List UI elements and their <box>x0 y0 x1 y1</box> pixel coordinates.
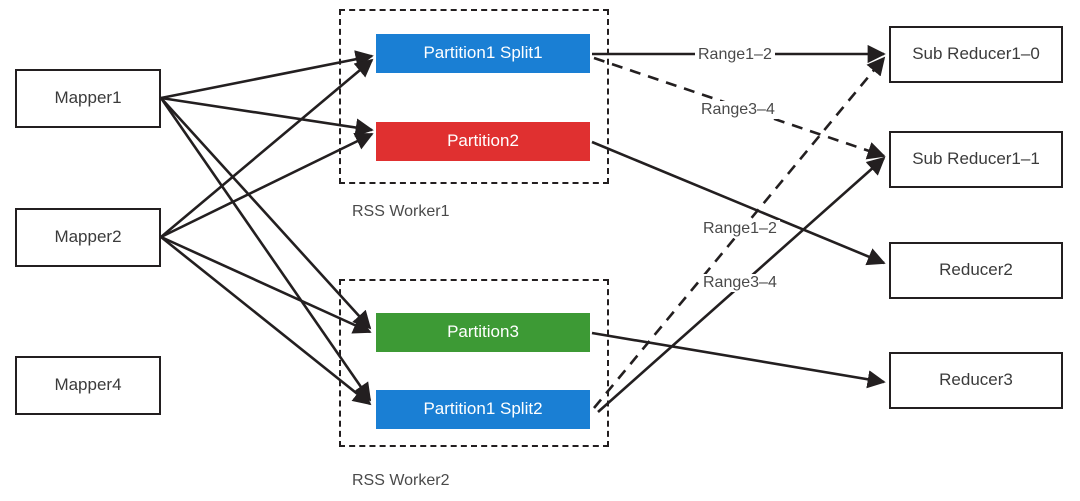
node-reducer3-label: Reducer3 <box>939 370 1013 390</box>
worker2-caption: RSS Worker2 <box>352 472 450 489</box>
node-reducer3[interactable]: Reducer3 <box>889 352 1063 409</box>
node-reducer2-label: Reducer2 <box>939 260 1013 280</box>
node-partition3[interactable]: Partition3 <box>376 313 590 352</box>
edge-mapper2-to-partition3 <box>160 235 372 334</box>
node-partition1-split2[interactable]: Partition1 Split2 <box>376 390 590 429</box>
node-partition1-split2-label: Partition1 Split2 <box>423 399 543 419</box>
edge-mapper1-to-partition1-split1 <box>160 50 374 100</box>
edge-partition3-to-reducer3 <box>591 331 886 389</box>
worker1-caption: RSS Worker1 <box>352 203 450 220</box>
node-sub-reducer1-0[interactable]: Sub Reducer1–0 <box>889 26 1063 83</box>
edge-partition2-to-reducer2 <box>591 140 886 266</box>
node-partition1-split1-label: Partition1 Split1 <box>423 43 543 63</box>
node-sub-reducer1-1[interactable]: Sub Reducer1–1 <box>889 131 1063 188</box>
node-partition3-label: Partition3 <box>447 322 519 342</box>
edge-mapper2-to-partition1-split2 <box>160 235 372 406</box>
edge-mapper1-to-partition1-split2 <box>159 97 372 402</box>
node-mapper4[interactable]: Mapper4 <box>15 356 161 415</box>
edge-mapper2-to-partition2 <box>160 132 374 239</box>
edge-mapper1-to-partition3 <box>160 97 372 330</box>
node-sub-reducer1-1-label: Sub Reducer1–1 <box>912 149 1040 169</box>
edge-mapper2-to-partition1-split1 <box>160 58 374 238</box>
worker2-frame <box>339 279 609 447</box>
node-mapper4-label: Mapper4 <box>54 375 122 395</box>
edge-label-range1-2-bottom: Range1–2 <box>700 220 780 238</box>
node-reducer2[interactable]: Reducer2 <box>889 242 1063 299</box>
node-mapper2-label: Mapper2 <box>54 227 122 247</box>
node-sub-reducer1-0-label: Sub Reducer1–0 <box>912 44 1040 64</box>
node-partition1-split1[interactable]: Partition1 Split1 <box>376 34 590 73</box>
edge-label-range3-4-bottom: Range3–4 <box>700 274 780 292</box>
worker1-frame <box>339 9 609 184</box>
edge-mapper1-to-partition2 <box>160 96 374 137</box>
node-mapper2[interactable]: Mapper2 <box>15 208 161 267</box>
node-mapper1[interactable]: Mapper1 <box>15 69 161 128</box>
edge-label-range1-2-top: Range1–2 <box>695 46 775 64</box>
node-mapper1-label: Mapper1 <box>54 88 122 108</box>
edge-label-range3-4-top: Range3–4 <box>698 101 778 119</box>
node-partition2-label: Partition2 <box>447 131 519 151</box>
node-partition2[interactable]: Partition2 <box>376 122 590 161</box>
